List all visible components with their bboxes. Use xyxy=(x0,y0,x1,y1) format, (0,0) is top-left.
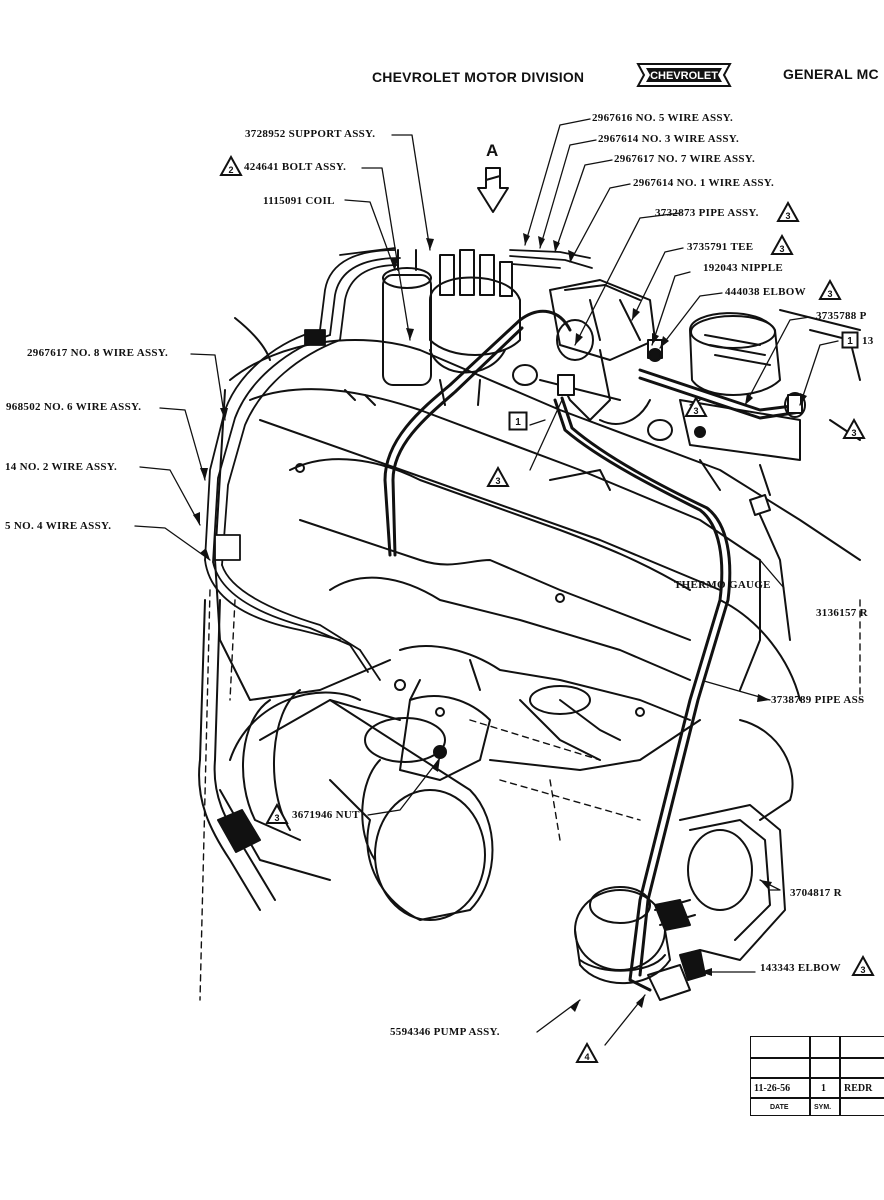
label-elbow-top: 444038 ELBOW xyxy=(725,286,806,298)
label-wire-3: 2967614 NO. 3 WIRE ASSY. xyxy=(598,133,740,145)
label-support-assy: 3728952 SUPPORT ASSY. xyxy=(245,128,376,140)
revision-block: 11-26-56 1 REDR DATE SYM. xyxy=(749,1035,884,1117)
label-bolt-assy: 424641 BOLT ASSY. xyxy=(244,161,347,173)
svg-text:3: 3 xyxy=(779,244,784,254)
label-3704817: 3704817 R xyxy=(790,887,842,899)
fuel-line-top xyxy=(383,309,802,992)
revision-date: 11-26-56 xyxy=(754,1083,791,1094)
hidden-lines xyxy=(199,589,861,1001)
view-letter: A xyxy=(486,141,499,160)
fuel-pump xyxy=(574,804,786,1001)
fittings xyxy=(295,339,803,759)
label-thermo-gauge: THERMO GAUGE xyxy=(674,579,771,591)
label-3136157: 3136157 R xyxy=(816,607,868,619)
corporation-title: GENERAL MC xyxy=(783,66,879,82)
box-symbol-13: 1 xyxy=(841,331,859,349)
label-wire-4: 5 NO. 4 WIRE ASSY. xyxy=(5,520,112,532)
coil-bracket xyxy=(234,317,611,491)
view-arrow-a xyxy=(477,167,509,213)
svg-text:3: 3 xyxy=(495,476,500,486)
wire-loom-top xyxy=(339,247,593,269)
label-wire-7: 2967617 NO. 7 WIRE ASSY. xyxy=(614,153,756,165)
revision-desc: REDR xyxy=(844,1083,873,1094)
label-3735788: 3735788 P xyxy=(816,310,867,322)
label-wire-2: 14 NO. 2 WIRE ASSY. xyxy=(5,461,118,473)
label-13: 13 xyxy=(862,335,874,347)
label-wire-6: 968502 NO. 6 WIRE ASSY. xyxy=(6,401,142,413)
label-elbow-pump: 143343 ELBOW xyxy=(760,962,841,974)
svg-text:3: 3 xyxy=(693,406,698,416)
svg-text:3: 3 xyxy=(827,289,832,299)
label-nut: 3671946 NUT xyxy=(292,809,360,821)
carburetor-rear xyxy=(647,309,861,496)
label-wire-1: 2967614 NO. 1 WIRE ASSY. xyxy=(633,177,775,189)
logo-text: CHEVROLET xyxy=(650,70,718,82)
label-wire-5: 2967616 NO. 5 WIRE ASSY. xyxy=(592,112,734,124)
carburetor-front xyxy=(512,279,656,425)
revision-sym: 1 xyxy=(821,1083,826,1094)
svg-text:4: 4 xyxy=(584,1052,589,1062)
label-pipe-assy-side: 3738789 PIPE ASS xyxy=(771,694,865,706)
chevrolet-bowtie-logo: CHEVROLET xyxy=(632,62,736,88)
label-pump-assy: 5594346 PUMP ASSY. xyxy=(390,1026,500,1038)
starter-motor xyxy=(242,689,494,921)
division-title: CHEVROLET MOTOR DIVISION xyxy=(372,69,585,85)
engine-block-outline xyxy=(214,339,861,881)
label-pipe-assy-top: 3732873 PIPE ASSY. xyxy=(655,207,759,219)
svg-text:2: 2 xyxy=(228,165,233,175)
revision-col-sym: SYM. xyxy=(814,1104,832,1111)
label-nipple: 192043 NIPPLE xyxy=(703,262,783,274)
box-symbol-mid: 1 xyxy=(508,411,528,431)
svg-text:1: 1 xyxy=(847,336,853,347)
svg-text:3: 3 xyxy=(860,965,865,975)
svg-text:3: 3 xyxy=(851,428,856,438)
spark-plug-wires xyxy=(204,249,401,681)
label-wire-8: 2967617 NO. 8 WIRE ASSY. xyxy=(27,347,169,359)
svg-text:3: 3 xyxy=(274,813,279,823)
label-coil: 1115091 COIL xyxy=(263,195,335,207)
svg-text:3: 3 xyxy=(785,211,790,221)
svg-text:1: 1 xyxy=(515,417,521,428)
thermo-gauge-sender xyxy=(749,419,861,641)
oil-filler-tube xyxy=(198,599,276,911)
leader-arrowheads xyxy=(193,233,807,1012)
revision-col-date: DATE xyxy=(770,1104,789,1111)
label-tee: 3735791 TEE xyxy=(687,241,754,253)
